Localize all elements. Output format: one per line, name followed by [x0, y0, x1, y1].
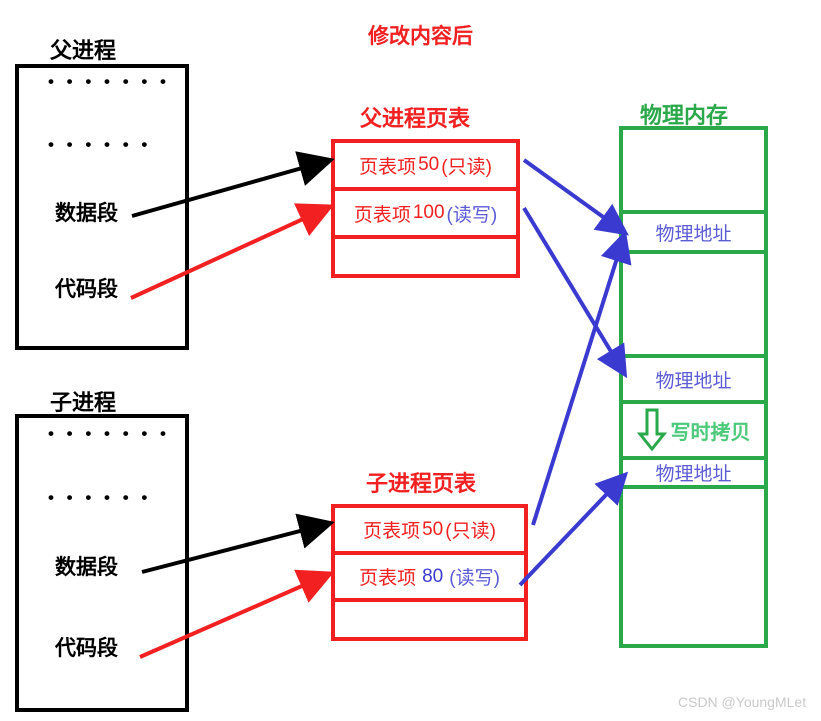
- parent-pte-1-perm: (读写): [446, 204, 498, 226]
- physical-memory-title: 物理内存: [640, 103, 729, 128]
- child-page-table-title: 子进程页表: [366, 471, 477, 496]
- pm-address-row-3[interactable]: 物理地址: [623, 456, 764, 489]
- pm-address-label-2: 物理地址: [655, 370, 732, 392]
- child-process-title: 子进程: [50, 390, 117, 415]
- child-pte-row-0[interactable]: 页表项 50 (只读): [335, 508, 524, 555]
- parent-page-table-box: 页表项 50 (只读) 页表项 100 (读写): [331, 139, 520, 278]
- child-code-segment-label: 代码段: [55, 637, 118, 660]
- child-data-segment-label: 数据段: [55, 556, 118, 579]
- pm-empty-row-bottom: [623, 489, 764, 634]
- parent-pte-row-0[interactable]: 页表项 50 (只读): [335, 143, 516, 191]
- child-pte-row-2[interactable]: [335, 602, 524, 637]
- child-pte-row-1[interactable]: 页表项 80 (读写): [335, 555, 524, 602]
- pm-address-row-1[interactable]: 物理地址: [623, 214, 764, 254]
- arrow-parent-pte100-to-pm2: [522, 206, 628, 379]
- child-pte-0-number: 50: [422, 518, 444, 540]
- child-dots-top: • • • • • • •: [48, 424, 171, 443]
- child-pte-1-perm: (读写): [449, 568, 500, 589]
- pm-address-label-3: 物理地址: [655, 464, 732, 485]
- copy-on-write-label: 写时拷贝: [670, 421, 751, 444]
- copy-on-write-row: 写时拷贝: [623, 400, 764, 456]
- parent-dots-top: • • • • • • •: [48, 72, 171, 91]
- child-page-table-box: 页表项 50 (只读) 页表项 80 (读写): [331, 504, 528, 641]
- parent-page-table-title: 父进程页表: [360, 106, 471, 131]
- parent-code-segment-label: 代码段: [55, 278, 118, 301]
- parent-pte-row-1[interactable]: 页表项 100 (读写): [335, 191, 516, 239]
- diagram-title: 修改内容后: [368, 25, 473, 48]
- parent-pte-0-number: 50: [418, 154, 440, 175]
- parent-pte-row-2[interactable]: [335, 239, 516, 274]
- parent-pte-0-prefix: 页表项: [359, 156, 417, 178]
- parent-pte-1-number: 100: [412, 202, 445, 223]
- parent-data-segment-label: 数据段: [55, 202, 118, 225]
- arrow-child-pte80-to-pm3: [518, 471, 629, 587]
- child-dots-mid: • • • • • •: [48, 488, 152, 507]
- physical-memory-box: 物理地址 物理地址 写时拷贝 物理地址: [619, 126, 768, 648]
- pm-address-label-1: 物理地址: [655, 223, 732, 245]
- down-arrow-icon: [636, 408, 667, 452]
- child-pte-0-perm: (只读): [445, 521, 496, 542]
- arrow-parent-pte50-to-pm1: [522, 158, 629, 236]
- pm-address-row-2[interactable]: 物理地址: [623, 358, 764, 400]
- pm-empty-row-mid: [623, 254, 764, 358]
- pm-empty-row-top: [623, 130, 764, 214]
- child-pte-0-prefix: 页表项: [363, 521, 421, 542]
- child-pte-1-prefix: 页表项: [359, 568, 417, 589]
- parent-pte-0-perm: (只读): [441, 156, 492, 178]
- parent-process-title: 父进程: [50, 38, 117, 63]
- child-pte-1-number: 80: [422, 565, 444, 587]
- parent-pte-1-prefix: 页表项: [353, 204, 411, 226]
- parent-dots-mid: • • • • • •: [48, 135, 152, 154]
- arrow-child-pte50-to-pm1: [531, 230, 632, 526]
- watermark: CSDN @YoungMLet: [678, 694, 807, 710]
